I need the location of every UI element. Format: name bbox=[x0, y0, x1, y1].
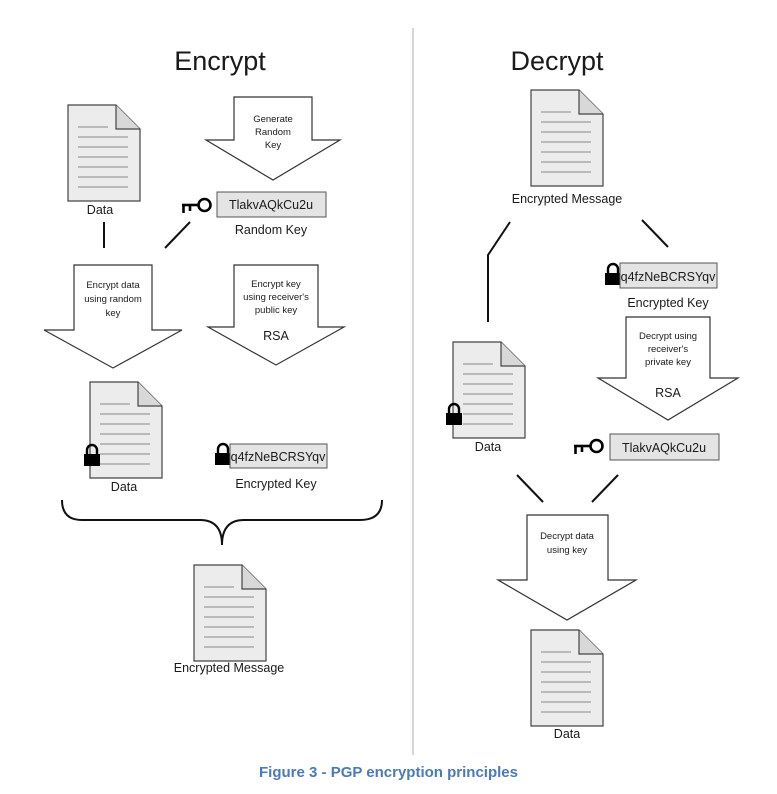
decrypt-random-key-box bbox=[609, 433, 720, 461]
encrypt-key-line-3: public key bbox=[255, 305, 297, 316]
decrypt-message-label: Encrypted Message bbox=[512, 192, 623, 206]
encrypted-key-value: q4fzNeBCRSYqv bbox=[231, 450, 326, 464]
decrypt-key-line-2: receiver's bbox=[648, 344, 689, 355]
decrypt-data-arrow-icon bbox=[495, 514, 639, 621]
encrypted-data-document-icon bbox=[89, 381, 163, 479]
encrypt-data-arrow-icon bbox=[43, 264, 183, 369]
generate-key-arrow-icon bbox=[203, 96, 343, 181]
message-key-connector bbox=[641, 219, 669, 248]
decrypt-encrypted-key-box bbox=[619, 262, 718, 289]
key-to-decrypt-connector bbox=[591, 474, 619, 503]
decrypt-encrypted-key-value: q4fzNeBCRSYqv bbox=[621, 270, 716, 284]
figure-caption: Figure 3 - PGP encryption principles bbox=[259, 764, 518, 781]
decrypt-encrypted-data-label: Data bbox=[475, 440, 501, 454]
lock-icon bbox=[603, 262, 623, 287]
encrypt-key-line-1: Encrypt key bbox=[251, 279, 301, 290]
encrypt-title: Encrypt bbox=[174, 46, 266, 76]
decrypt-title: Decrypt bbox=[510, 46, 604, 76]
encrypted-key-box bbox=[229, 443, 328, 469]
encrypt-key-arrow-icon bbox=[205, 264, 347, 366]
key-icon bbox=[572, 438, 604, 456]
random-key-value: TlakvAQkCu2u bbox=[229, 198, 313, 212]
random-key-box bbox=[216, 191, 327, 218]
encrypt-data-label: Data bbox=[87, 203, 113, 217]
random-key-label: Random Key bbox=[235, 223, 308, 237]
generate-key-line-1: Generate bbox=[253, 114, 293, 125]
data-document-icon bbox=[67, 104, 141, 202]
key-connector bbox=[164, 221, 191, 249]
message-data-connector bbox=[487, 221, 511, 322]
decrypted-data-document-icon bbox=[530, 629, 604, 727]
decrypt-key-line-3: private key bbox=[645, 357, 691, 368]
generate-key-line-2: Random bbox=[255, 127, 291, 138]
data-to-decrypt-connector bbox=[516, 474, 544, 503]
decrypt-key-arrow-icon bbox=[595, 316, 741, 421]
encrypt-key-algorithm: RSA bbox=[263, 329, 289, 343]
encrypt-data-line-1: Encrypt data bbox=[86, 280, 140, 291]
decrypt-key-line-1: Decrypt using bbox=[639, 331, 697, 342]
decrypt-encrypted-key-label: Encrypted Key bbox=[627, 296, 709, 310]
decrypt-data-line-1: Decrypt data bbox=[540, 531, 595, 542]
encrypt-data-line-2: using random bbox=[84, 294, 142, 305]
decrypt-key-algorithm: RSA bbox=[655, 386, 681, 400]
encrypted-message-label: Encrypted Message bbox=[174, 661, 285, 675]
encrypted-key-label: Encrypted Key bbox=[235, 477, 317, 491]
key-icon bbox=[180, 197, 212, 215]
generate-key-line-3: Key bbox=[265, 140, 282, 151]
encrypted-message-document-icon bbox=[530, 89, 604, 187]
decrypt-data-line-2: using key bbox=[547, 545, 587, 556]
combine-brace bbox=[61, 499, 383, 546]
encrypt-key-line-2: using receiver's bbox=[243, 292, 309, 303]
decrypt-random-key-value: TlakvAQkCu2u bbox=[622, 441, 706, 455]
encrypt-data-line-3: key bbox=[106, 308, 121, 319]
lock-icon bbox=[213, 442, 233, 467]
decrypt-encrypted-data-document-icon bbox=[452, 341, 526, 439]
decrypted-data-label: Data bbox=[554, 727, 580, 741]
encrypted-message-document-icon bbox=[193, 564, 267, 662]
encrypted-data-label: Data bbox=[111, 480, 137, 494]
